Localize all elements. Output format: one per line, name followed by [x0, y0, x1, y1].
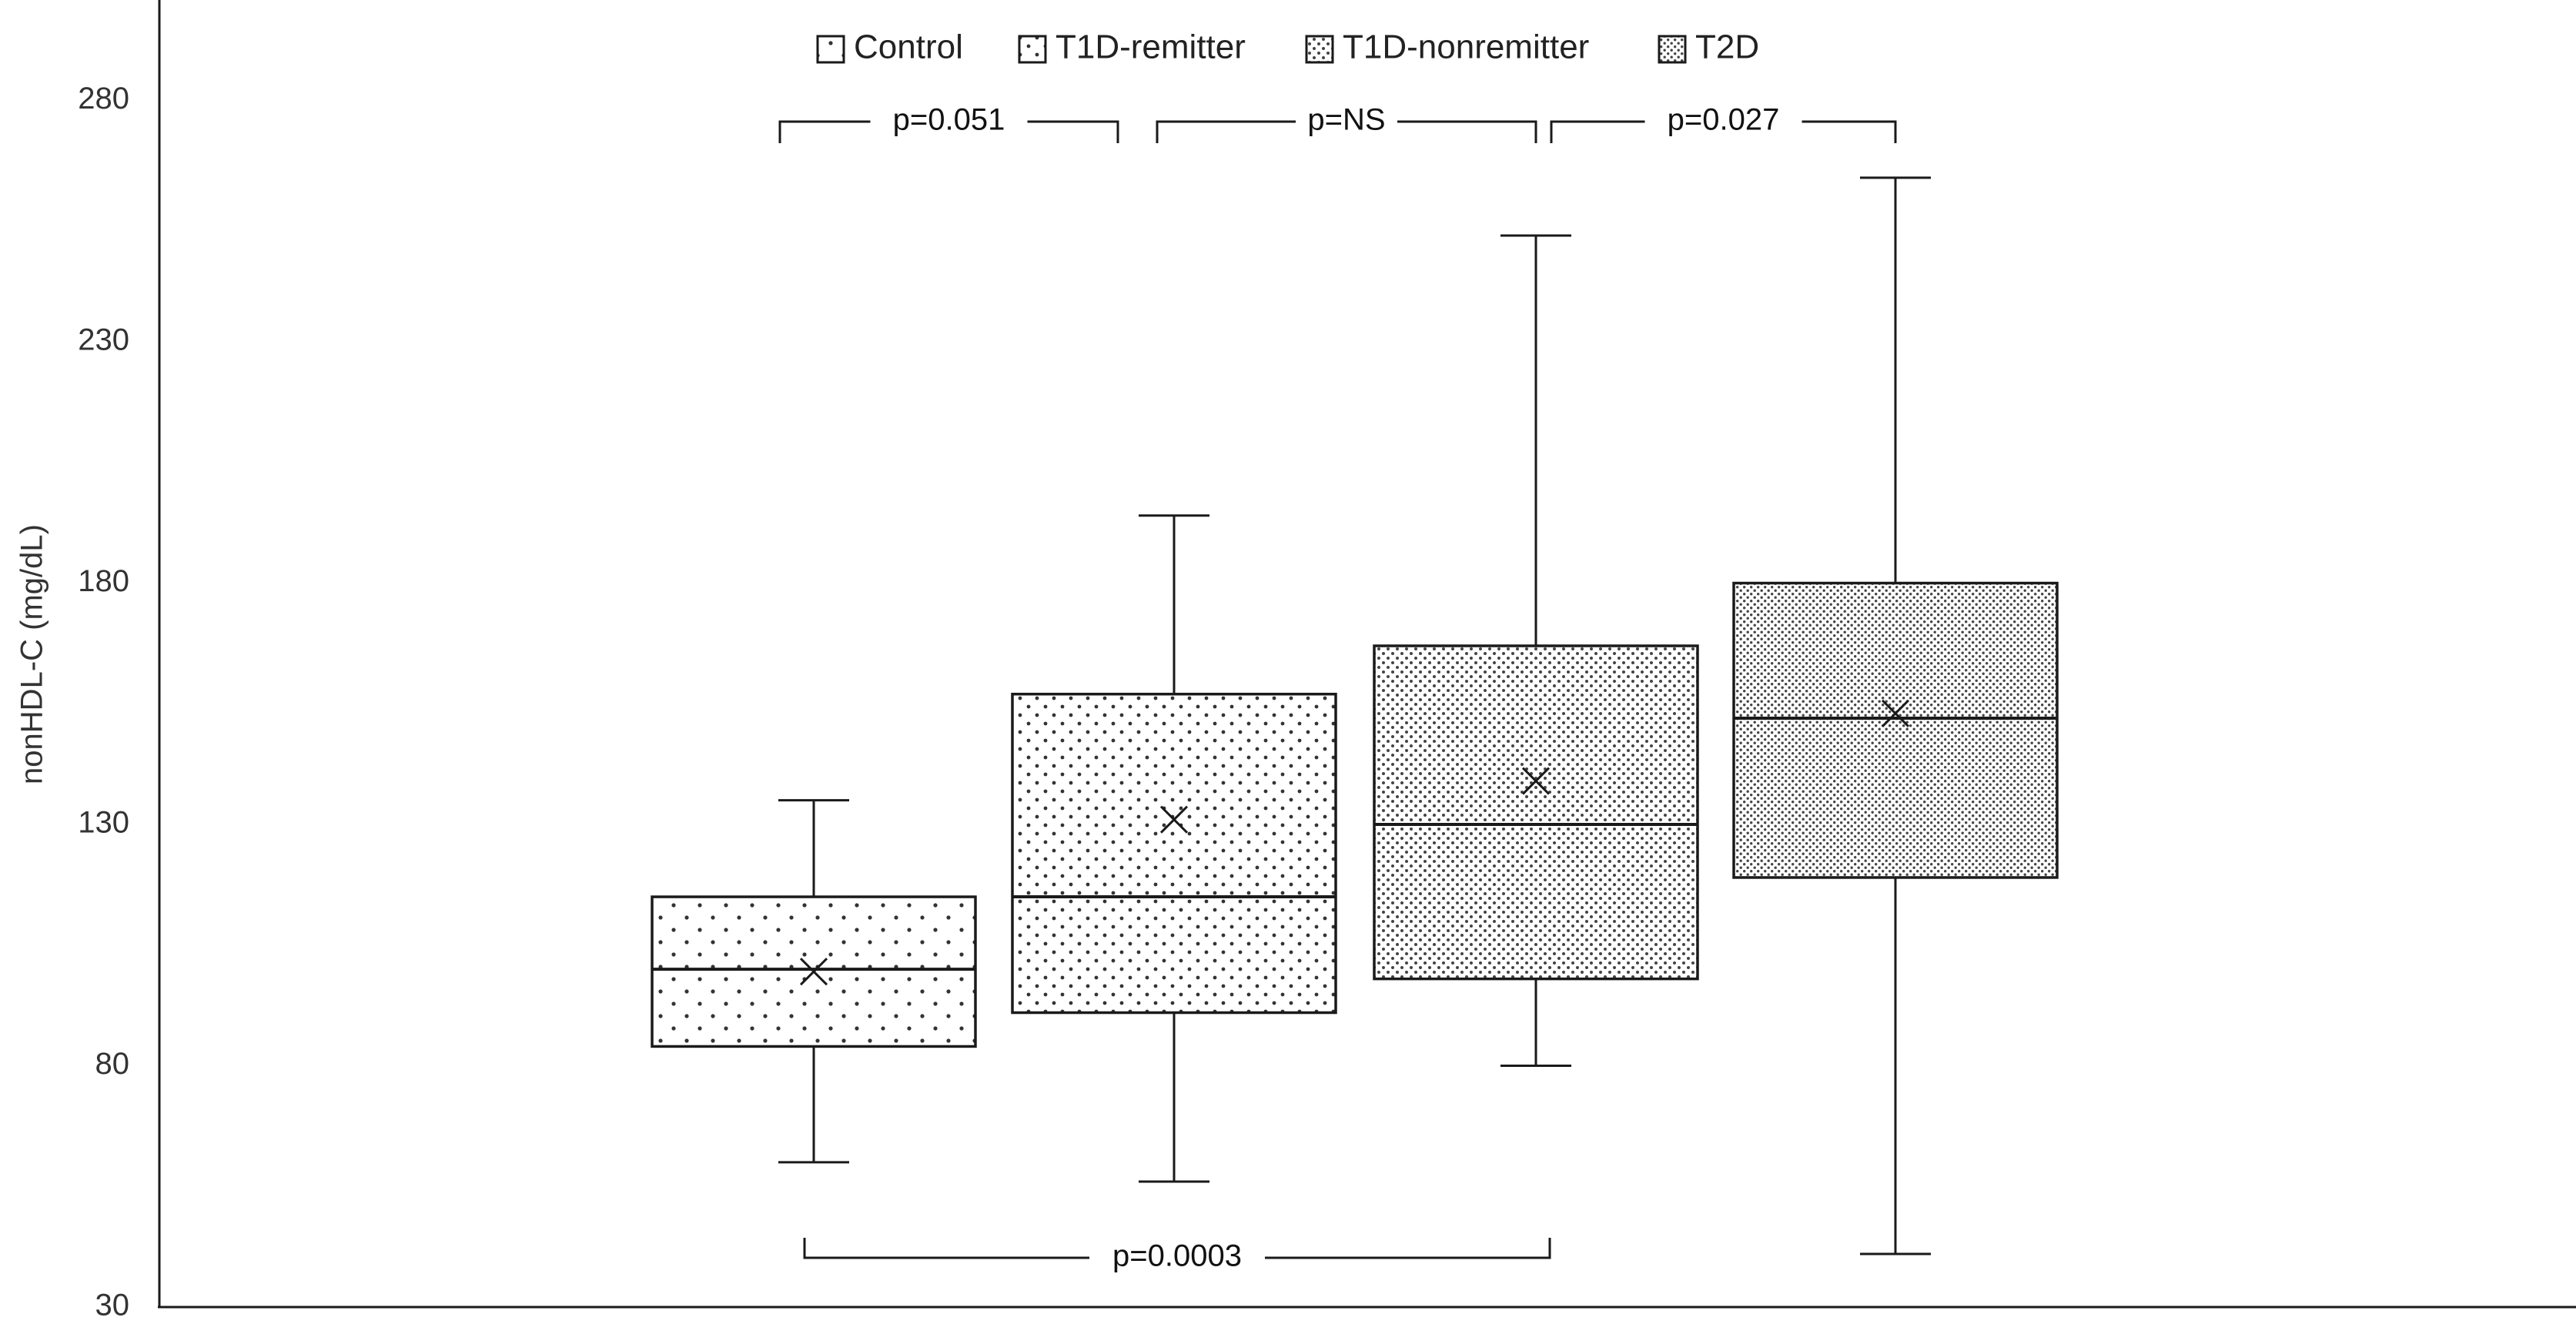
y-tick-label: 30: [95, 1289, 130, 1322]
legend-label: T1D-nonremitter: [1343, 28, 1589, 66]
p-value-label: p=0.051: [893, 103, 1005, 137]
legend-item: T2D: [1658, 28, 1759, 66]
p-value-label: p=0.027: [1668, 103, 1780, 137]
box-t2d: [1732, 176, 2059, 1255]
mean-marker: [1521, 767, 1551, 795]
legend-item: T1D-remitter: [1018, 28, 1246, 66]
legend-label: T2D: [1695, 28, 1759, 66]
legend-label: T1D-remitter: [1055, 28, 1246, 66]
bracket-line: [1156, 120, 1537, 143]
box-t1d-nonremitter: [1373, 234, 1699, 1067]
mean-marker: [799, 958, 828, 986]
box-series: [651, 176, 2059, 1255]
mean-marker: [1881, 699, 1910, 727]
bracket-line: [778, 120, 1119, 143]
y-tick-labels: 30 80 130 180 230 280: [78, 82, 129, 1322]
box-body: [1732, 581, 2059, 879]
y-tick-label: 280: [78, 82, 129, 115]
legend-label: Control: [854, 28, 963, 66]
legend-item: T1D-nonremitter: [1305, 28, 1589, 66]
y-tick-label: 130: [78, 806, 129, 840]
comparison-bracket: p=0.027: [1550, 103, 1897, 143]
mean-marker: [1159, 805, 1189, 834]
legend-item: Control: [816, 28, 963, 66]
significance-brackets: p=0.051 p=NS p=0.027 p=0.0003: [778, 103, 1897, 1273]
y-axis: 30 80 130 180 230 280 nonHDL-C (mg/dL): [15, 0, 161, 1322]
box-body: [1011, 692, 1337, 1015]
comparison-bracket: p=0.0003: [803, 1238, 1551, 1273]
y-tick-label: 180: [78, 564, 129, 598]
box-control: [651, 799, 977, 1164]
legend: Control T1D-remitter T1D-nonremitter T2D: [816, 28, 1759, 66]
p-value-label: p=0.0003: [1112, 1239, 1242, 1273]
legend-swatch: [816, 35, 845, 64]
comparison-bracket: p=0.051: [778, 103, 1119, 143]
box-t1d-remitter: [1011, 514, 1337, 1183]
y-tick-label: 80: [95, 1047, 130, 1081]
legend-swatch: [1305, 35, 1334, 64]
bracket-line: [1550, 120, 1897, 143]
p-value-label: p=NS: [1307, 103, 1385, 137]
comparison-bracket: p=NS: [1156, 103, 1537, 143]
legend-swatch: [1658, 35, 1687, 64]
y-axis-title: nonHDL-C (mg/dL): [15, 524, 49, 784]
bracket-line: [803, 1238, 1551, 1259]
y-tick-label: 230: [78, 323, 129, 357]
legend-swatch: [1018, 35, 1047, 64]
box-body: [1373, 644, 1699, 981]
